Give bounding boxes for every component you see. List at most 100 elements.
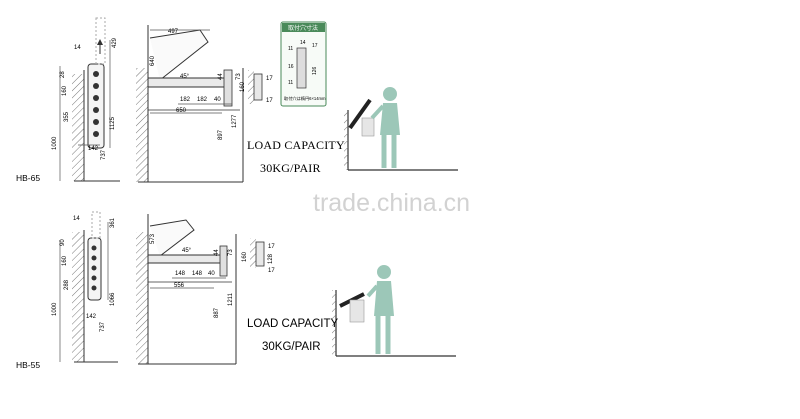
top-person-legs: [381, 135, 397, 168]
bottom-dim-288: 288: [64, 279, 70, 290]
top-side-view: 14 429 28 160 355 1000 1125 142 737: [52, 17, 120, 182]
bottom-detail-160: 160: [242, 251, 248, 262]
bottom-person-arm: [366, 284, 379, 298]
bottom-detail-bracket: [255, 241, 265, 267]
top-dim-40: 40: [214, 97, 221, 103]
bottom-person-legs: [375, 316, 391, 354]
top-front-wall-hatch: [136, 68, 148, 182]
top-detail-bracket: [253, 73, 263, 101]
inset-note: 取付穴は楕円6×14mm: [284, 95, 326, 102]
bottom-raised-arm: [91, 211, 101, 239]
bottom-bracket-hole: [91, 275, 97, 281]
bottom-detail-17b: 17: [268, 268, 275, 274]
top-dim-1125: 1125: [110, 116, 116, 130]
bottom-wall-hatch-2: [332, 290, 336, 356]
top-bracket-detail: 160 17 17: [240, 70, 273, 104]
bottom-dim-40: 40: [208, 271, 215, 277]
bottom-detail-17a: 17: [268, 244, 275, 250]
top-bracket-hole: [93, 119, 99, 125]
bottom-dim-737: 737: [100, 321, 106, 332]
top-model-label: HB-65: [16, 173, 40, 183]
top-frame: [147, 88, 240, 111]
top-raised-arm: [95, 17, 106, 65]
top-person-illustration: [344, 87, 458, 171]
top-person-head: [383, 87, 397, 101]
top-wall-hatch: [72, 74, 84, 181]
top-detail-17a: 17: [266, 76, 273, 82]
top-dim-650: 650: [176, 108, 187, 114]
top-dim-897: 897: [218, 129, 224, 140]
bottom-dim-148a: 148: [175, 271, 186, 277]
top-dim-1000: 1000: [52, 136, 58, 150]
top-dim-160: 160: [62, 85, 68, 96]
bottom-dim-887: 887: [214, 307, 220, 318]
top-dim-182b: 182: [197, 97, 208, 103]
top-dim-429: 429: [112, 37, 118, 48]
top-dim-142: 142: [88, 146, 99, 152]
top-dim-737: 737: [101, 149, 107, 160]
bottom-bracket-hole: [91, 245, 97, 251]
bottom-dim-142: 142: [86, 314, 97, 320]
bottom-dim-573: 573: [150, 233, 156, 244]
top-lift-arrowhead: [97, 39, 103, 45]
top-bracket-hole: [93, 131, 99, 137]
bottom-dim-90: 90: [60, 239, 66, 246]
bottom-load-line2: 30KG/PAIR: [262, 341, 321, 353]
top-dim-640: 640: [150, 55, 156, 66]
top-hanger-rod: [348, 98, 372, 130]
top-inset-hole-box: 取付穴寸法 14 17 126 11 11 16 取付穴は楕円6×14mm: [280, 21, 327, 107]
top-front-view: 497 640 45° 44 73 182 182 40 650 897 127…: [136, 25, 244, 183]
top-dim-14: 14: [74, 45, 81, 51]
top-detail-wall: [248, 70, 254, 104]
top-dim-1277: 1277: [232, 114, 238, 128]
top-load-line1: LOAD CAPACITY: [247, 138, 345, 152]
bottom-raised-panel: [149, 219, 195, 257]
bottom-dim-361: 361: [110, 217, 116, 228]
top-person-arm: [370, 104, 385, 120]
bottom-front-view: 573 45° 44 73 148 148 40 556 887 1211: [136, 214, 237, 365]
inset-dim-14: 14: [300, 40, 306, 46]
bottom-person-body: [374, 281, 394, 316]
bottom-bracket-detail: 160 17 128 17: [242, 238, 275, 274]
inset-dim-11a: 11: [288, 46, 293, 52]
top-raised-panel: [149, 29, 209, 81]
top-wall-hatch-2: [344, 110, 348, 170]
inset-dim-126: 126: [312, 66, 318, 75]
top-detail-17b: 17: [266, 98, 273, 104]
top-cloth: [361, 117, 375, 137]
bottom-dim-160: 160: [62, 255, 68, 266]
bottom-load-line1: LOAD CAPACITY: [247, 318, 338, 330]
bottom-detail-128: 128: [268, 253, 274, 264]
bottom-dim-1211: 1211: [228, 292, 234, 306]
bottom-dim-148b: 148: [192, 271, 203, 277]
bottom-detail-wall: [250, 238, 256, 268]
bottom-cloth: [349, 299, 365, 323]
top-bracket-hole: [93, 83, 99, 89]
bottom-front-wall-hatch: [136, 232, 148, 364]
top-bracket-hole: [93, 95, 99, 101]
top-bracket-hole: [93, 107, 99, 113]
inset-bracket: [296, 47, 307, 89]
bottom-dim-44: 44: [214, 249, 220, 256]
bottom-bracket-hole: [91, 285, 97, 291]
inset-title: 取付穴寸法: [288, 24, 318, 32]
top-angle: 45°: [180, 74, 190, 80]
top-bracket-hole: [93, 71, 99, 77]
bottom-dim-1066: 1066: [110, 292, 116, 306]
bottom-dim-1000: 1000: [52, 302, 58, 316]
inset-title-bar: [282, 23, 325, 32]
top-dim-28: 28: [60, 71, 66, 78]
bottom-dim-73: 73: [228, 249, 234, 256]
inset-dim-17: 17: [312, 43, 318, 49]
bottom-angle: 45°: [182, 248, 192, 254]
bottom-dim-14: 14: [73, 216, 80, 222]
top-dim-355: 355: [64, 111, 70, 122]
bottom-rod-bar: [147, 254, 223, 264]
bottom-side-view: 14 361 90 160 288 1000 1066 142 737: [52, 211, 118, 363]
top-end-bracket: [223, 69, 233, 107]
bottom-end-bracket: [219, 245, 228, 277]
bottom-frame: [147, 264, 232, 283]
bottom-person-head: [377, 265, 391, 279]
top-dim-44: 44: [218, 73, 224, 80]
